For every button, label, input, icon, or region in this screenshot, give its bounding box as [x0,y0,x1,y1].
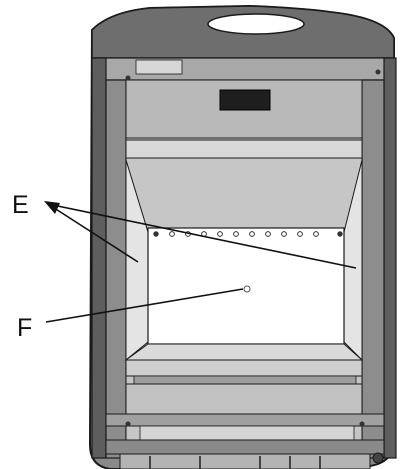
left-front-column [105,79,127,459]
ash-area [125,383,363,415]
ash-pan-front [139,425,355,441]
grate-front [125,359,363,377]
deflector-ledge [125,139,363,159]
callout-label-e: E [12,191,29,219]
air-hole [313,231,319,237]
base-plate [119,453,371,469]
grate-lip [133,375,357,385]
back-plate-screw [243,285,251,293]
air-hole [169,231,175,237]
lower-frame-bar [105,413,385,427]
leader-line-e-right [47,203,357,269]
air-hole [297,231,303,237]
exhaust-slot [219,89,271,111]
air-hole [249,231,255,237]
air-hole [337,231,343,237]
callout-label-f: F [17,314,33,342]
corner-screw [125,421,131,427]
corner-screw [375,69,381,75]
flue-opening [207,13,305,35]
left-outer-side [91,57,107,459]
corner-screw [359,421,365,427]
right-front-column [361,79,385,459]
leader-line-f [45,288,244,323]
air-hole [233,231,239,237]
air-hole [265,231,271,237]
air-hole [153,231,159,237]
air-hole [281,231,287,237]
bottom-frame-bar [105,439,385,455]
leader-line-e-left [47,203,139,263]
base-slats [149,456,321,469]
corner-screw [125,75,131,81]
right-outer-side [383,57,397,459]
air-hole [217,231,223,237]
arrowhead-e [44,201,60,214]
firebox-floor [124,343,364,361]
bottom-knob [372,452,384,464]
top-frame-bracket [135,59,183,75]
